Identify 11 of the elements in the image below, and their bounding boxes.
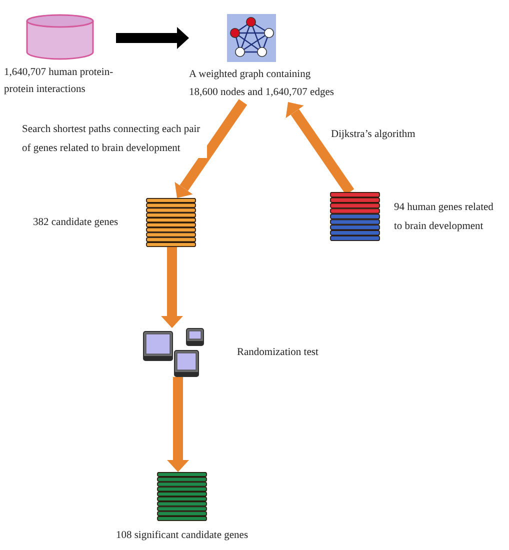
arrow [286,102,354,195]
node-label: A weighted graph containing 18,600 nodes and 1,640,707 edges [189,68,335,100]
arrow [161,247,183,328]
arrow [167,377,189,472]
node-label: 1,640,707 human protein-protein interactions [4,66,114,97]
arrow [174,99,248,198]
arrow [116,27,189,49]
node-label: 108 significant candidate genes [116,529,248,543]
node-label: Randomization test [237,346,318,360]
node-label: 382 candidate genes [33,216,118,230]
node-label: 94 human genes related to brain development [394,200,494,234]
